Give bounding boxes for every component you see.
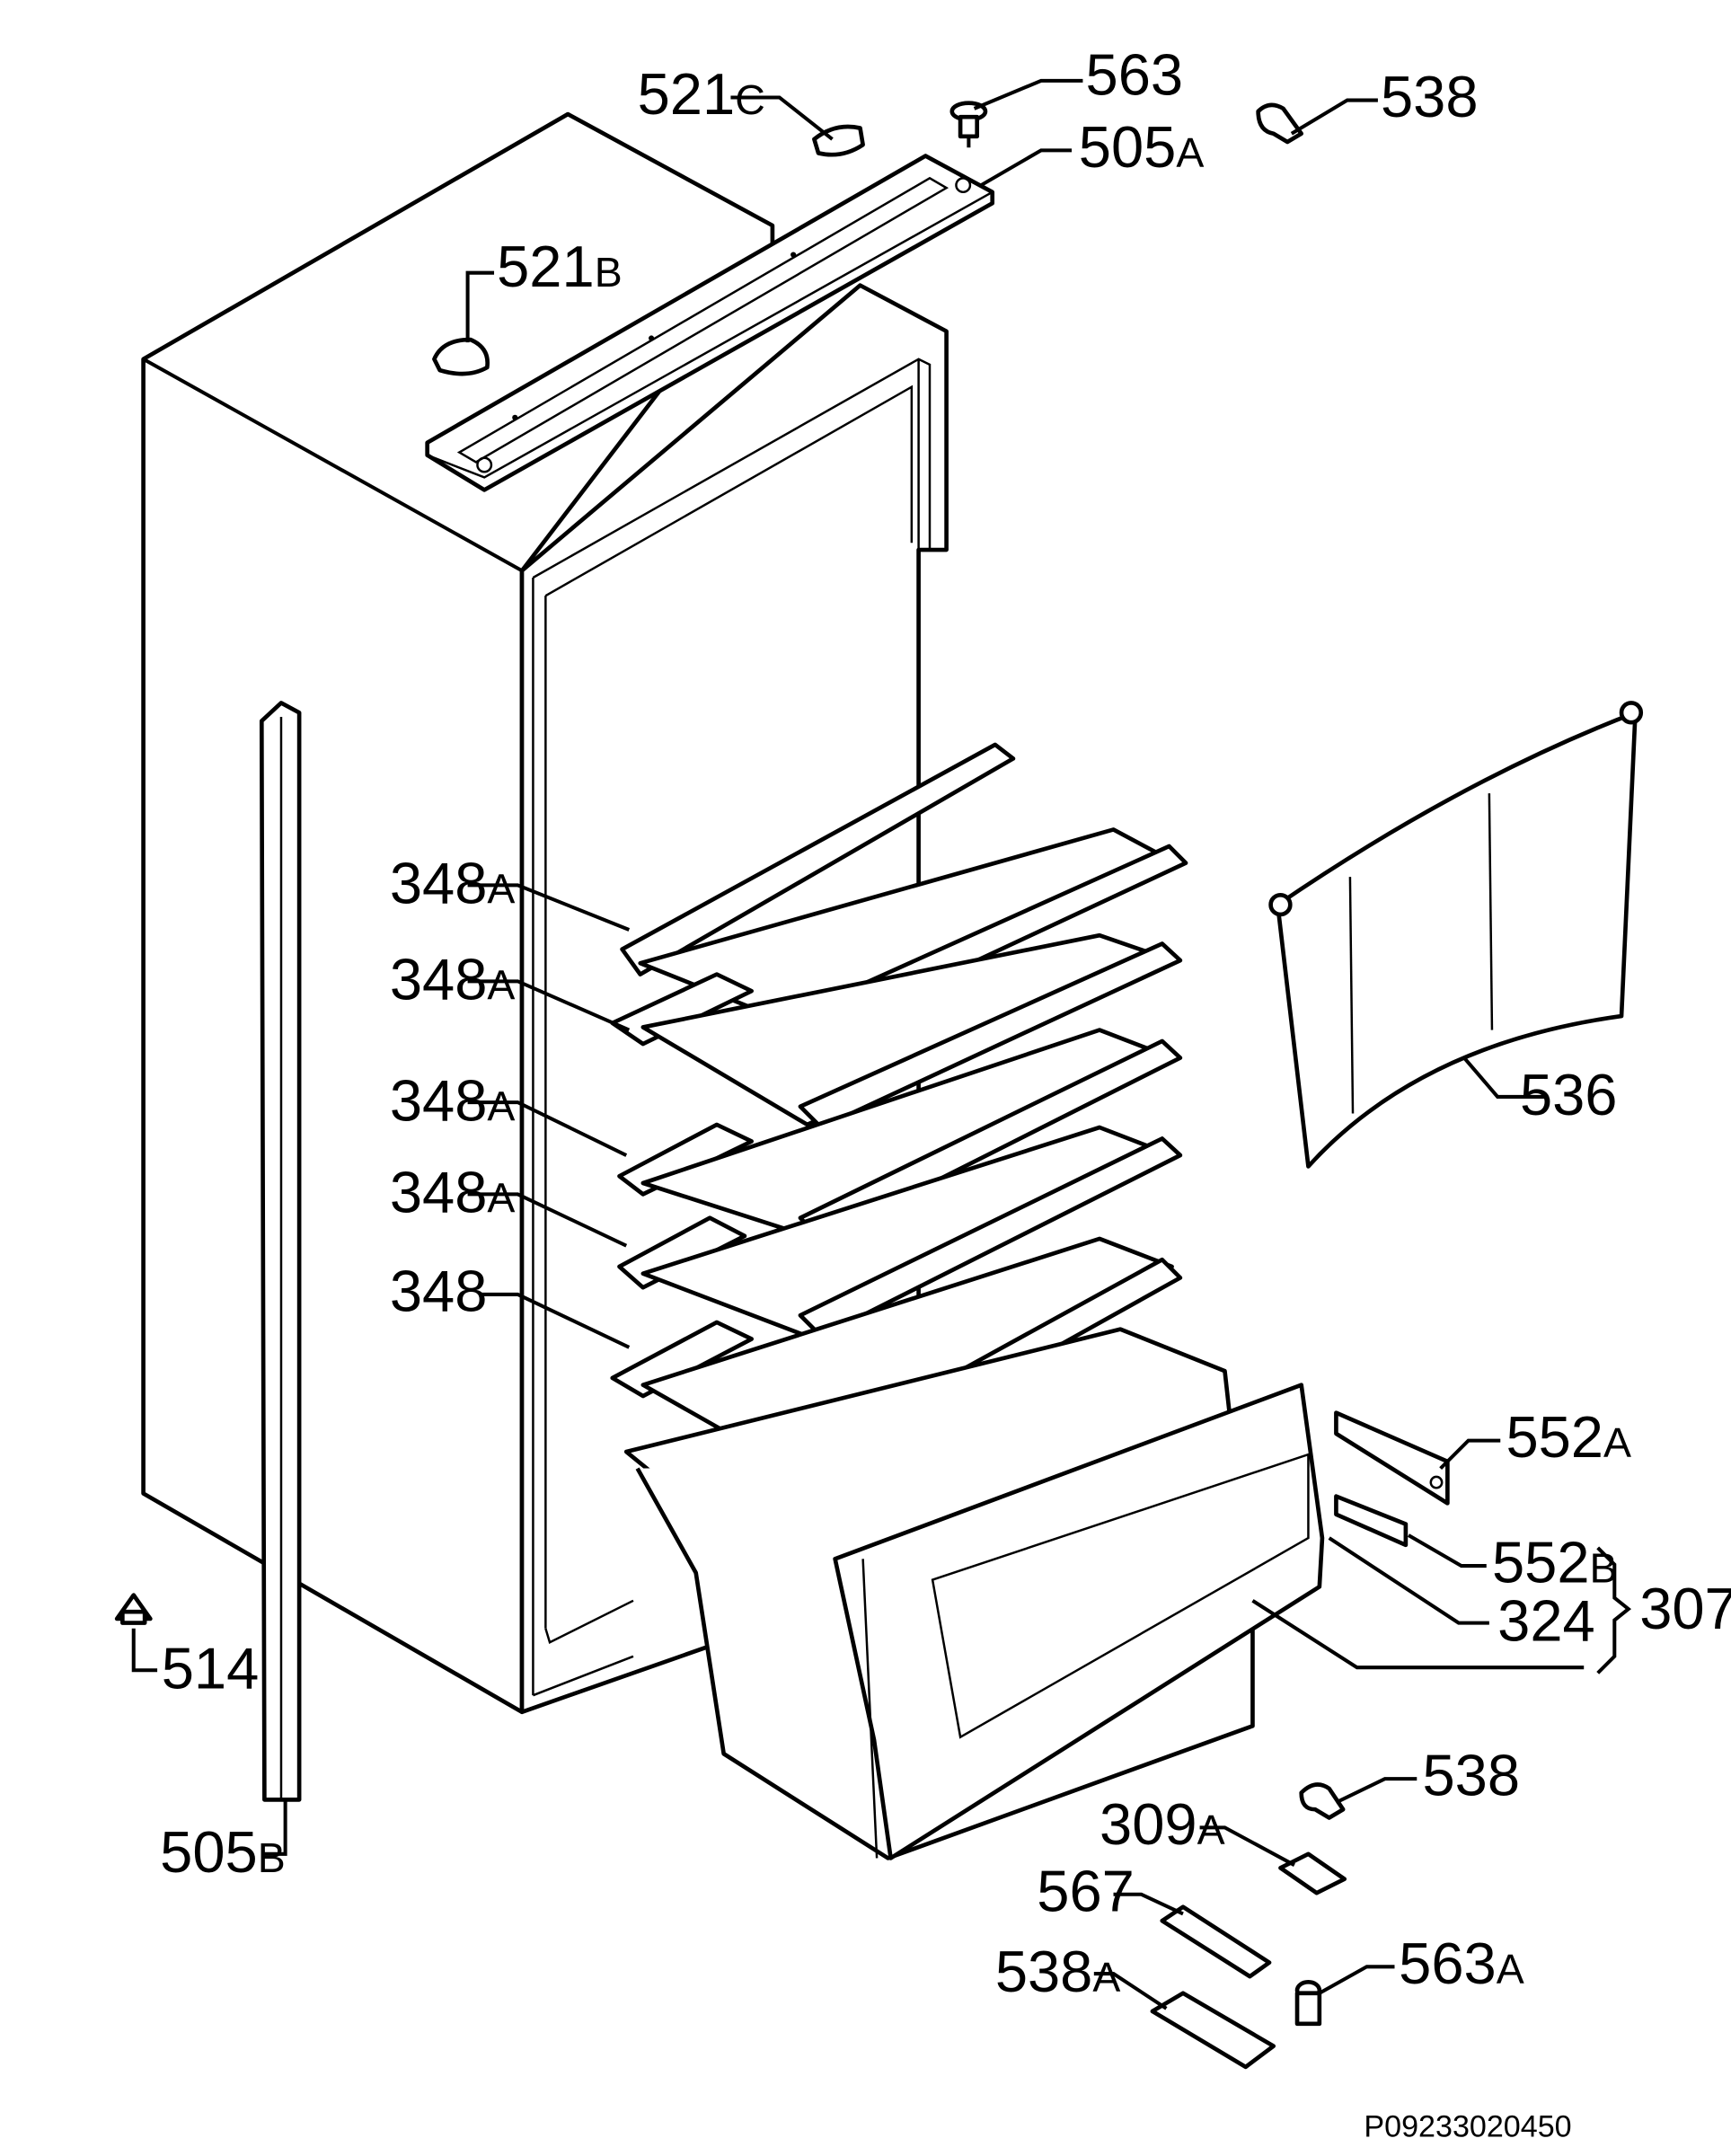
label-538-top: 538 [1381, 64, 1479, 129]
label-538-bottom: 538 [1422, 1743, 1520, 1808]
label-552a: 552A [1506, 1404, 1631, 1470]
label-324: 324 [1497, 1588, 1595, 1654]
door-panel-536 [1268, 701, 1644, 1169]
callout-labels: 521C 563 538 505A 521B 348A 348A 348A 34… [160, 41, 1731, 2143]
label-521c: 521C [638, 61, 765, 127]
label-536: 536 [1520, 1062, 1618, 1127]
screw-563 [949, 101, 988, 148]
rail-552a [1334, 1410, 1450, 1506]
crisper-drawer [623, 1327, 1325, 1860]
label-309a: 309A [1100, 1791, 1225, 1857]
label-552b: 552B [1492, 1530, 1618, 1595]
leader-lines [131, 78, 1632, 2010]
bracket-567 [1160, 1904, 1272, 1979]
label-521b: 521B [497, 234, 623, 299]
label-505a: 505A [1079, 114, 1205, 180]
label-505b: 505B [160, 1819, 286, 1885]
label-567: 567 [1037, 1858, 1135, 1923]
label-514: 514 [162, 1635, 260, 1701]
pin-563a [1294, 1980, 1322, 2027]
hinge-538a [1150, 1991, 1276, 2070]
label-348a-2: 348A [390, 946, 516, 1012]
rail-552b [1334, 1494, 1409, 1548]
label-563: 563 [1086, 41, 1184, 107]
label-307: 307 [1639, 1576, 1731, 1641]
label-563a: 563A [1399, 1931, 1524, 1996]
label-348a-4: 348A [390, 1160, 516, 1225]
label-348: 348 [390, 1259, 488, 1324]
top-hinge-bar [425, 154, 995, 492]
doc-code: P09233020450 [1364, 2109, 1571, 2143]
shelf-3 [617, 1028, 1183, 1241]
door-seal-strip [259, 701, 302, 1802]
foot-514 [114, 1593, 153, 1625]
cap-521b [432, 337, 490, 376]
label-348a-1: 348A [390, 851, 516, 916]
shelf-2 [610, 932, 1183, 1130]
part-309a [1278, 1851, 1347, 1895]
hinge-538-bottom [1299, 1782, 1346, 1820]
label-538a: 538A [995, 1939, 1121, 2004]
hinge-538-top [1256, 102, 1304, 145]
label-348a-3: 348A [390, 1067, 516, 1133]
